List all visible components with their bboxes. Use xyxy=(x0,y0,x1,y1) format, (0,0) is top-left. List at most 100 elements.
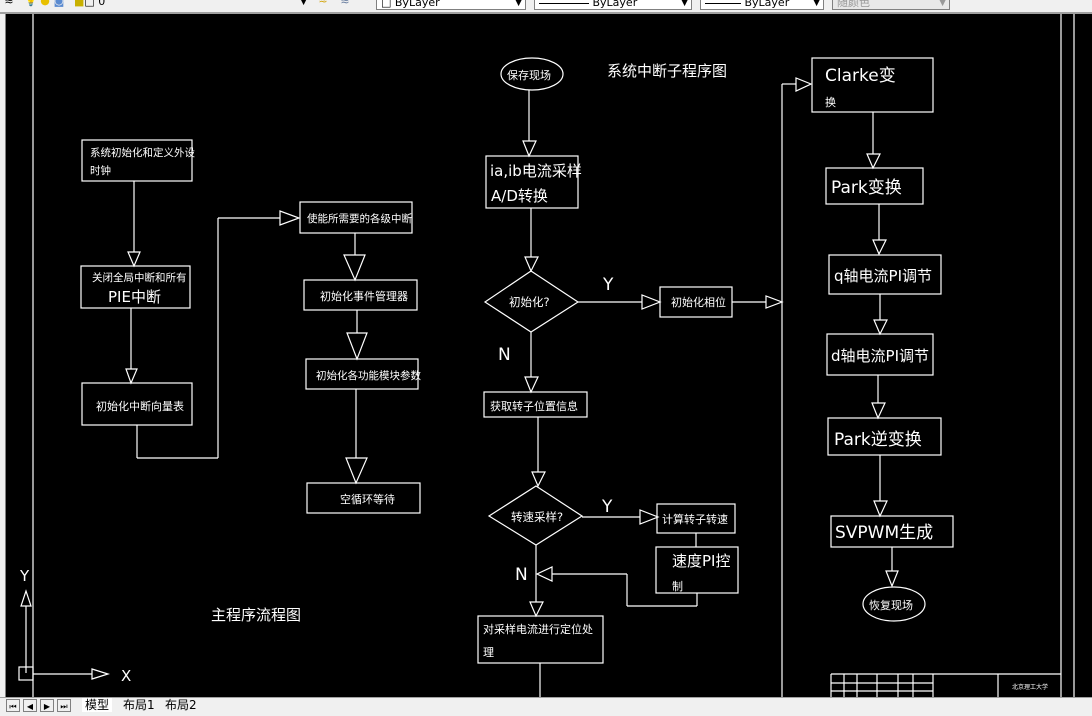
lineweight-dropdown[interactable]: ByLayer ▼ xyxy=(700,0,824,10)
chevron-down-icon: ▼ xyxy=(939,0,946,8)
arrow-down-icon xyxy=(345,457,368,485)
step-text: 获取转子位置信息 xyxy=(490,399,578,413)
prev-tab-button[interactable]: ◀ xyxy=(23,699,37,712)
step-text: 使能所需要的各级中断 xyxy=(307,212,412,225)
no-label: N xyxy=(515,565,528,585)
step-text: 关闭全局中断和所有 xyxy=(92,271,187,284)
step-text: 时钟 xyxy=(90,164,111,177)
step-text: 系统初始化和定义外设 xyxy=(90,146,195,159)
step-box-init-module-params xyxy=(305,358,419,390)
arrow-right-icon xyxy=(639,509,660,525)
layer-dropdown[interactable]: ■□ 0 ▼ xyxy=(70,0,310,10)
layer-lock-icon[interactable]: ◙ xyxy=(53,0,65,7)
next-tab-button[interactable]: ▶ xyxy=(40,699,54,712)
step-text: PIE中断 xyxy=(108,288,161,306)
arrow-down-icon xyxy=(866,153,881,170)
step-box-d-axis-pi xyxy=(826,333,934,376)
decision-text: 转速采样? xyxy=(511,510,563,524)
arrow-right-icon xyxy=(641,294,662,310)
interrupt-flow-title: 系统中断子程序图 xyxy=(607,62,727,80)
step-text: 初始化事件管理器 xyxy=(320,289,408,303)
arrow-down-icon xyxy=(343,254,366,282)
sun-icon[interactable]: ● xyxy=(40,0,50,7)
chevron-down-icon: ▼ xyxy=(300,0,307,7)
step-box-enable-interrupts xyxy=(299,201,413,234)
yes-label: Y xyxy=(602,275,614,295)
step-box-system-init xyxy=(81,139,193,182)
layer-manager-icon[interactable]: ≋ xyxy=(4,0,14,7)
step-text: Park逆变换 xyxy=(834,430,922,450)
step-text: 换 xyxy=(825,95,836,109)
step-box-adc xyxy=(485,155,579,209)
arrow-down-icon xyxy=(529,601,544,618)
arrow-down-icon xyxy=(885,570,899,588)
step-text: A/D转换 xyxy=(491,187,548,205)
step-box-disable-interrupts xyxy=(80,265,191,309)
end-terminal xyxy=(862,586,926,622)
tab-layout2[interactable]: 布局2 xyxy=(162,698,200,712)
step-text: q轴电流PI调节 xyxy=(834,267,932,285)
tab-label: 模型 xyxy=(85,698,110,712)
arrow-down-icon xyxy=(522,140,537,158)
arrow-down-icon xyxy=(125,368,138,385)
step-text: 理 xyxy=(483,646,494,659)
arrow-right-icon xyxy=(279,210,301,226)
ucs-y-label: Y xyxy=(19,567,30,585)
terminal-text: 恢复现场 xyxy=(869,598,913,612)
arrow-down-icon xyxy=(872,239,887,256)
no-label: N xyxy=(498,345,511,365)
arrow-left-icon xyxy=(535,566,553,582)
tab-layout1[interactable]: 布局1 xyxy=(120,698,158,712)
step-text: 计算转子转速 xyxy=(662,512,728,526)
title-block: 北京理工大学 xyxy=(830,673,1061,697)
step-text: 初始化相位 xyxy=(671,295,726,309)
arrow-down-icon xyxy=(873,500,888,518)
arrow-down-icon xyxy=(873,319,888,336)
bulb-icon[interactable]: 💡 xyxy=(24,0,38,7)
interrupt-flowchart: 系统中断子程序图 保存现场 ia,ib电流采样 A/D转换 初始化? Y 初始化… xyxy=(477,57,954,697)
layer-value: 0 xyxy=(98,0,106,8)
layout-tabs-bar: ⏮ ◀ ▶ ⏭ 模型 布局1 布局2 xyxy=(0,697,1092,716)
arrow-down-icon xyxy=(127,251,141,268)
make-current-layer-icon[interactable]: ≈ xyxy=(318,0,328,7)
first-tab-button[interactable]: ⏮ xyxy=(6,699,20,712)
plotstyle-dropdown[interactable]: 随颜色 ▼ xyxy=(832,0,950,10)
arrow-down-icon xyxy=(871,402,886,420)
step-text: Clarke变 xyxy=(825,66,896,86)
step-text: 对采样电流进行定位处 xyxy=(483,622,593,636)
step-box-idle-loop xyxy=(306,482,421,514)
arrow-right-icon xyxy=(795,77,813,92)
linetype-value: ByLayer xyxy=(592,0,638,9)
terminal-text: 保存现场 xyxy=(507,68,551,82)
ucs-icon: Y X xyxy=(18,567,131,685)
step-text: 初始化中断向量表 xyxy=(96,399,184,413)
tab-model[interactable]: 模型 xyxy=(82,698,113,712)
step-text: ia,ib电流采样 xyxy=(490,162,582,180)
last-tab-button[interactable]: ⏭ xyxy=(57,699,71,712)
arrow-down-icon xyxy=(524,256,539,273)
left-edge-strip xyxy=(0,14,6,697)
step-box-park xyxy=(825,167,924,205)
chevron-down-icon: ▼ xyxy=(515,0,522,8)
step-text: 速度PI控 xyxy=(672,552,730,570)
step-box-q-axis-pi xyxy=(828,254,942,295)
color-dropdown[interactable]: □ ByLayer ▼ xyxy=(376,0,526,10)
step-text: SVPWM生成 xyxy=(835,523,933,543)
step-box-init-event-manager xyxy=(303,279,418,311)
lineweight-value: ByLayer xyxy=(744,0,790,9)
drawing-canvas[interactable]: 系统初始化和定义外设 时钟 关闭全局中断和所有 PIE中断 初始化中断向量表 使… xyxy=(6,14,1092,697)
arrow-down-icon xyxy=(531,471,546,488)
step-text: d轴电流PI调节 xyxy=(831,347,929,365)
start-terminal xyxy=(500,57,564,91)
ucs-x-label: X xyxy=(121,667,131,685)
yes-label: Y xyxy=(601,497,613,517)
color-value: ByLayer xyxy=(394,0,440,9)
linetype-dropdown[interactable]: ByLayer ▼ xyxy=(534,0,692,10)
step-box-rotor-position xyxy=(483,391,588,418)
layer-previous-icon[interactable]: ≋ xyxy=(340,0,350,7)
chevron-down-icon: ▼ xyxy=(813,0,820,8)
title-block-text: 北京理工大学 xyxy=(1012,683,1048,691)
y-axis-arrow-icon xyxy=(20,589,32,607)
plotstyle-value: 随颜色 xyxy=(837,0,870,9)
step-text: 初始化各功能模块参数 xyxy=(316,369,421,382)
